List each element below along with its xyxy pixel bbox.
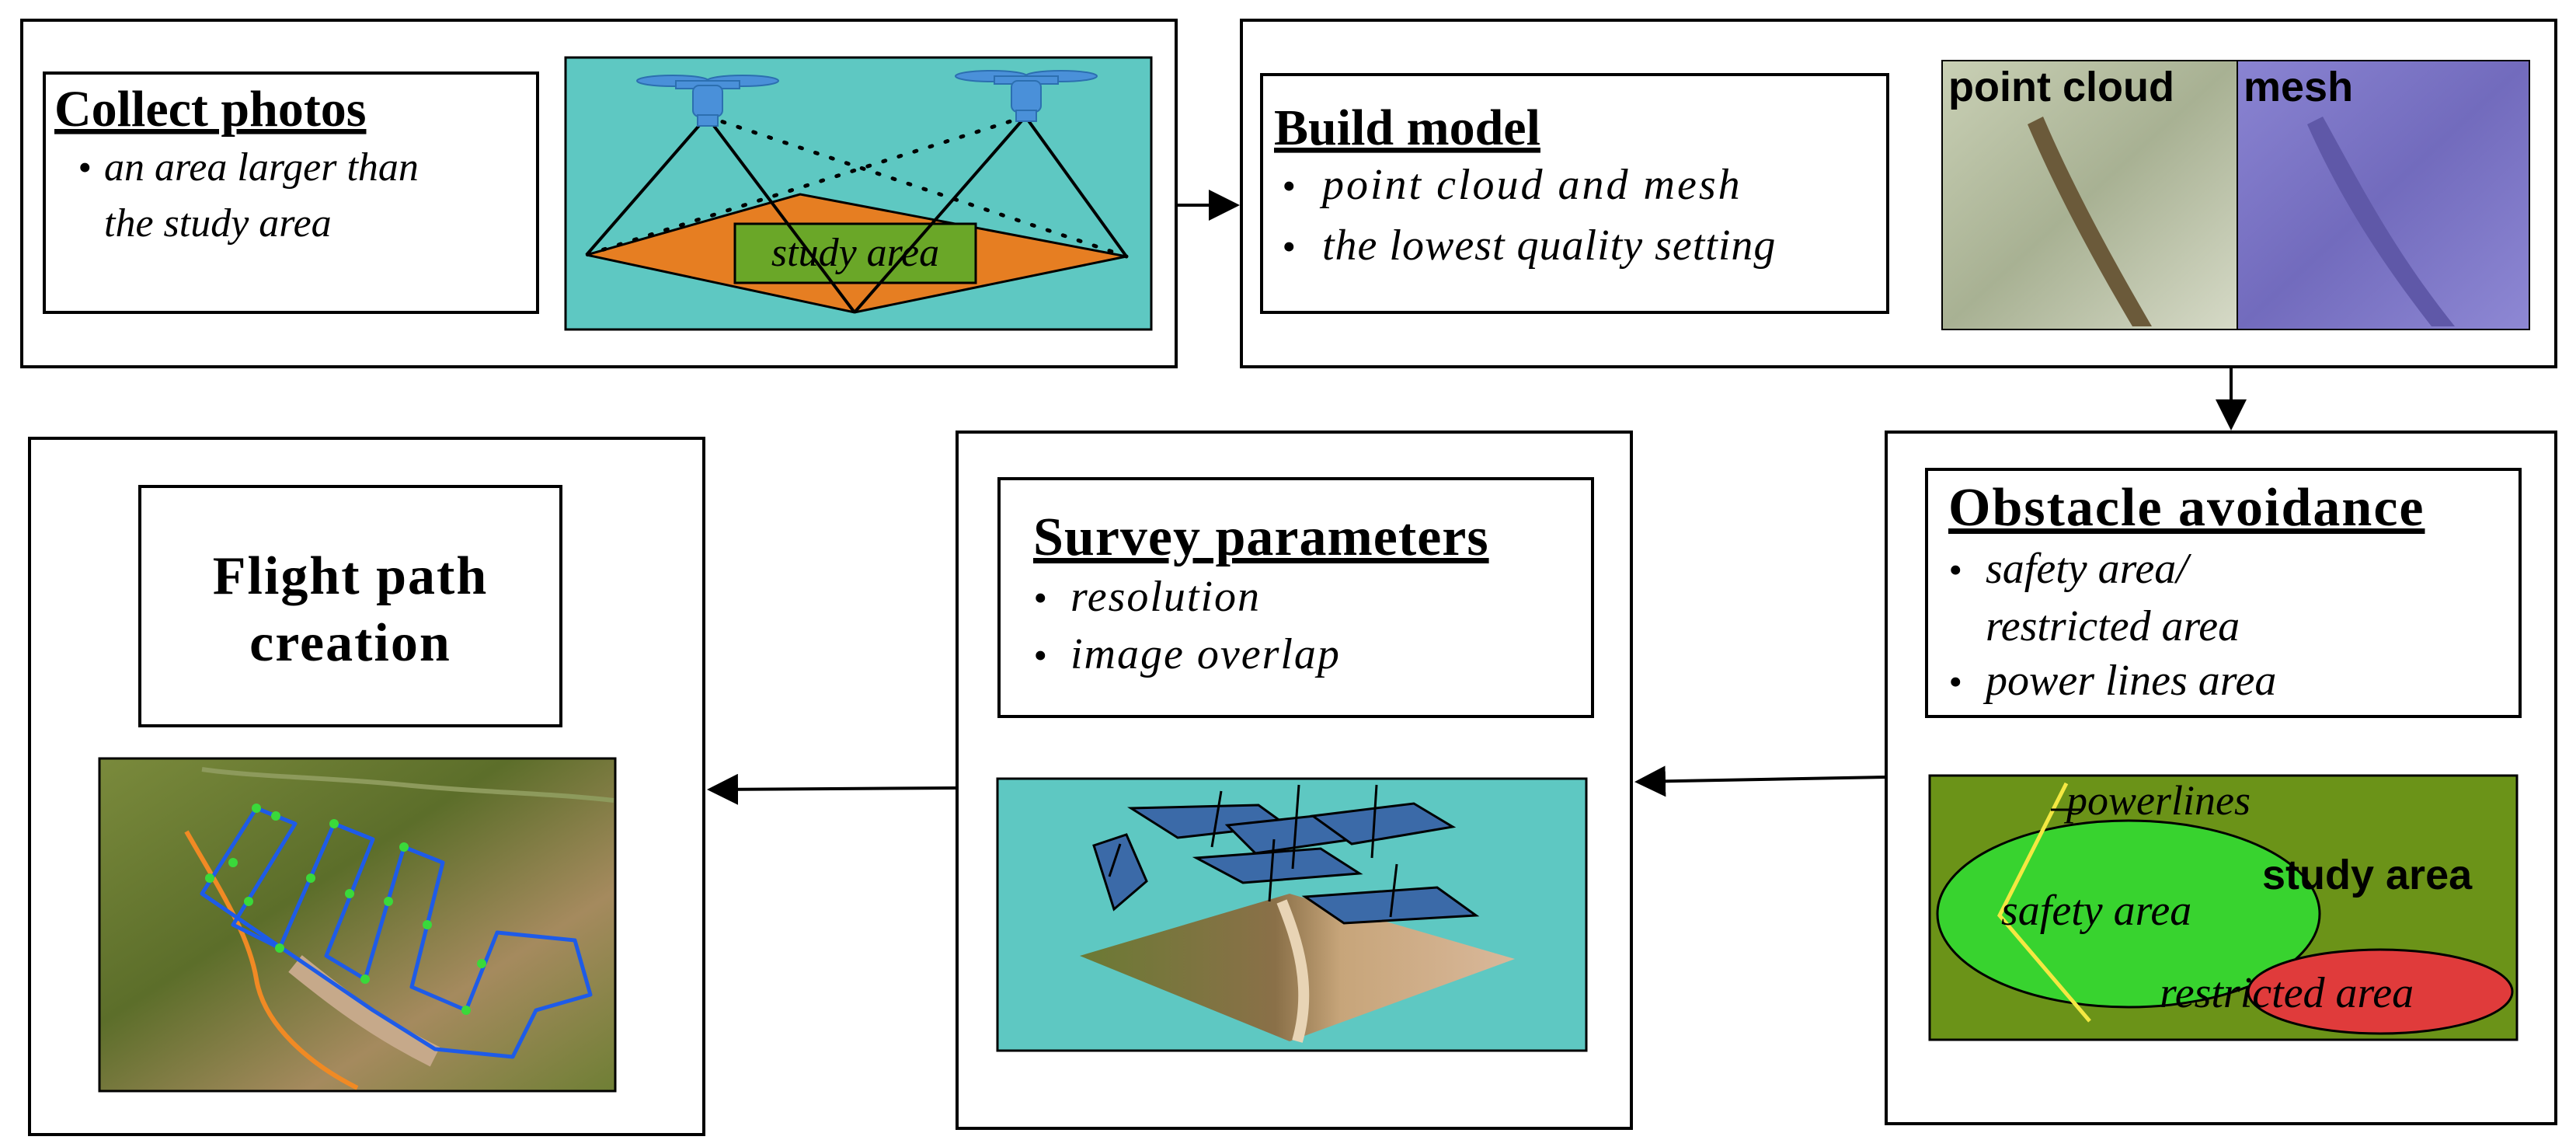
collect-title: Collect photos	[54, 81, 366, 138]
survey-text-box	[997, 477, 1594, 718]
step-build-model: Build model • point cloud and mesh • the…	[1240, 19, 2557, 368]
flight-text-box	[138, 485, 562, 727]
mesh-label: mesh	[2244, 64, 2353, 110]
terrain-image	[98, 757, 617, 1093]
obstacle-title: Obstacle avoidance	[1948, 478, 2425, 538]
safety-area-ellipse	[1936, 819, 2321, 1009]
flight-title-line-1: Flight path	[213, 546, 489, 606]
study-area-label: study area	[2262, 852, 2473, 898]
build-title: Build model	[1274, 99, 1540, 156]
build-bullet-2: the lowest quality setting	[1322, 221, 1776, 270]
obstacle-bullet-2: restricted area	[1986, 602, 2240, 650]
survey-title: Survey parameters	[1033, 507, 1489, 567]
collect-bullet-bullet: •	[78, 145, 92, 189]
camera-frame-plane	[1310, 802, 1457, 845]
sky-background	[564, 56, 1153, 331]
model-preview: point cloud mesh	[1941, 60, 2530, 330]
build-bullet-1: point cloud and mesh	[1319, 161, 1742, 209]
collect-bullet-2: the study area	[104, 201, 332, 246]
road-line	[184, 830, 359, 1090]
gully-feature	[2307, 117, 2455, 326]
survey-bullet-2: image overlap	[1070, 630, 1341, 678]
obstacle-bullet-bullet: •	[1948, 660, 1962, 703]
step-obstacle-avoidance: Obstacle avoidance • safety area/ restri…	[1885, 431, 2557, 1125]
flight-path	[200, 806, 593, 1059]
bare-slope	[288, 955, 440, 1067]
build-bullet-bullet: •	[1282, 225, 1296, 268]
waypoint-markers	[205, 804, 486, 1015]
build-bullet-bullet: •	[1282, 164, 1296, 207]
obstacle-illustration: powerlines study area safety area restri…	[1928, 774, 2519, 1041]
powerlines-label: powerlines	[2063, 777, 2251, 824]
survey-bullet-bullet: •	[1033, 576, 1047, 619]
gully-feature	[1276, 899, 1310, 1043]
camera-frame-plane	[1192, 847, 1363, 884]
survey-illustration	[996, 777, 1588, 1052]
survey-bullet-bullet: •	[1033, 633, 1047, 677]
restricted-area-label: restricted area	[2160, 969, 2414, 1017]
obstacle-bullet-3: power lines area	[1982, 657, 2276, 705]
survey-bullet-1: resolution	[1070, 573, 1261, 621]
camera-frames	[1092, 802, 1480, 925]
arrow-survey-to-flight	[707, 773, 958, 805]
point-cloud-image	[1941, 60, 2238, 330]
point-cloud-label: point cloud	[1948, 64, 2174, 110]
terrace-line	[201, 767, 614, 803]
camera-frame-plane	[1092, 833, 1148, 912]
collect-text-box	[43, 71, 539, 314]
drone-icon	[955, 70, 1098, 122]
camera-axes	[1108, 784, 1398, 918]
powerline-icon	[1997, 782, 2091, 1023]
obstacle-bullet-bullet: •	[1948, 548, 1962, 591]
build-text-box	[1260, 73, 1889, 314]
step-collect-photos: Collect photos • an area larger than the…	[20, 19, 1178, 368]
arrow-obstacle-to-survey	[1634, 765, 1887, 797]
obstacle-text-box	[1925, 468, 2522, 718]
step-flight-path-creation: Flight path creation	[28, 437, 705, 1136]
flight-map	[98, 757, 617, 1093]
restricted-area-ellipse	[2247, 948, 2514, 1035]
mesh-image	[2237, 60, 2530, 330]
dotted-ray-2	[584, 114, 1028, 257]
obstacle-bullet-1: safety area/	[1986, 545, 2191, 593]
collect-bullet-1: an area larger than	[104, 145, 419, 190]
flow-arrows	[707, 190, 2247, 805]
gully-feature	[2028, 117, 2152, 326]
step-survey-parameters: Survey parameters • resolution • image o…	[956, 431, 1633, 1130]
flight-title-line-2: creation	[249, 613, 451, 673]
safety-area-label: safety area	[2001, 887, 2191, 935]
drone-icon	[636, 75, 779, 127]
study-area-rect	[733, 222, 977, 284]
collect-illustration: study area	[564, 56, 1153, 331]
